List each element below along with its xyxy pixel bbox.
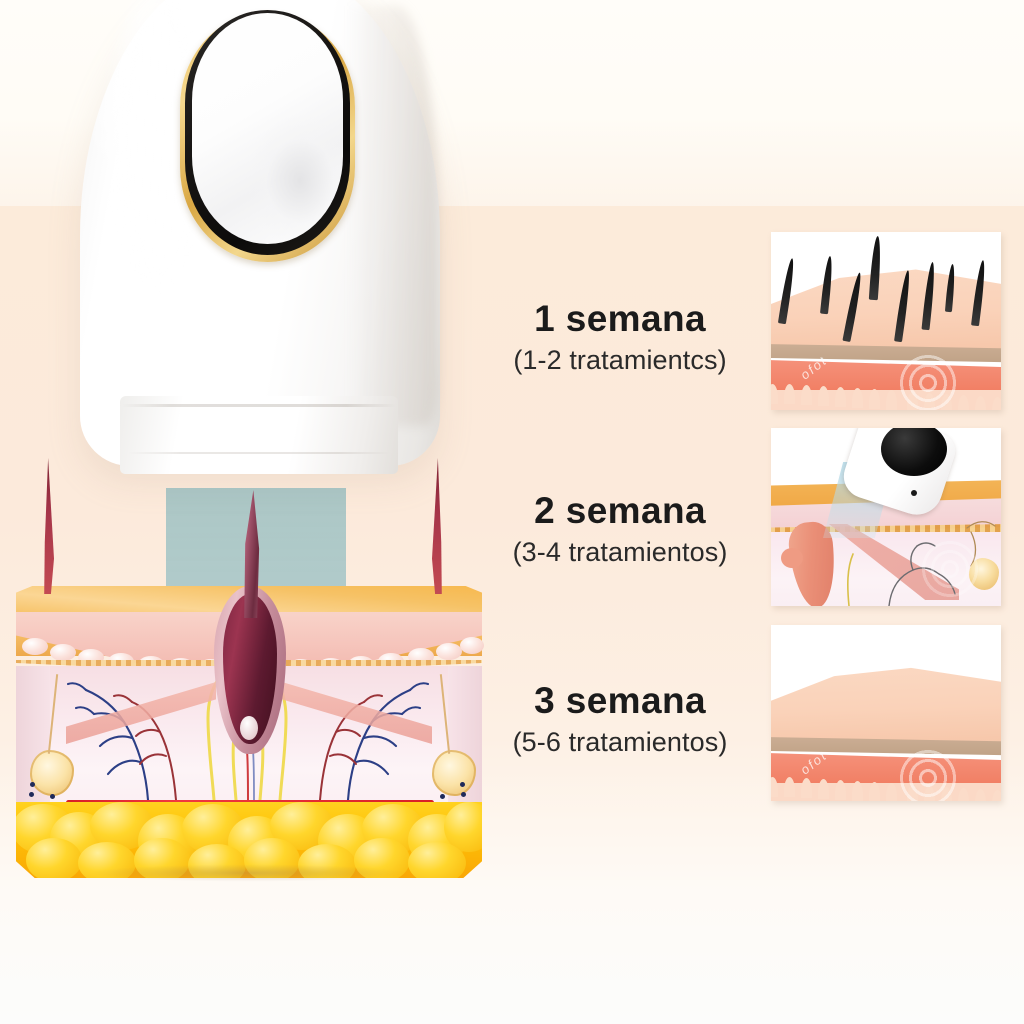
- step-2-title: 2 semana: [534, 490, 706, 531]
- skin-cross-section-diagram: [8, 490, 488, 891]
- sebaceous-gland-left: [30, 750, 74, 796]
- step-1-title: 1 semana: [534, 298, 706, 339]
- dermal-papilla: [240, 716, 258, 740]
- panel2-device-lens: [881, 428, 947, 476]
- melanin-dot: [50, 794, 55, 799]
- hair-follicle: [192, 490, 304, 790]
- panel2-device-indicator: [911, 490, 917, 496]
- step-3-subtitle: (5-6 tratamientos): [512, 726, 728, 757]
- hair-shaft-right: [432, 458, 442, 594]
- panel-week-1: ofot: [771, 232, 1001, 410]
- device-flash-window: [192, 13, 343, 244]
- device-seam-upper: [122, 404, 396, 407]
- step-1-subtitle: (1-2 tratamientcs): [513, 344, 727, 375]
- step-2-subtitle: (3-4 tratamientos): [512, 536, 728, 567]
- melanin-dot: [29, 792, 34, 797]
- sebaceous-gland-right: [432, 750, 476, 796]
- melanin-dot: [30, 782, 35, 787]
- hair-shaft-left: [44, 458, 54, 594]
- melanin-dot: [440, 794, 445, 799]
- watermark-swirl-icon: [899, 354, 957, 410]
- ipl-device: [80, 0, 440, 496]
- panel-week-2: [771, 428, 1001, 606]
- step-3-text: 3 semana (5-6 tratamientos): [470, 680, 770, 758]
- step-2-text: 2 semana (3-4 tratamientos): [470, 490, 770, 568]
- watermark-swirl-icon: [899, 749, 957, 801]
- panel-week-3: ofot: [771, 625, 1001, 801]
- panel2-sebaceous-gland: [781, 548, 803, 568]
- step-1-text: 1 semana (1-2 tratamientcs): [470, 298, 770, 376]
- subcutaneous-fat-layer: [16, 802, 482, 878]
- device-neck: [120, 396, 398, 474]
- background-band-bottom: [0, 880, 1024, 1024]
- panel3-rete-ridges: [771, 775, 1001, 801]
- device-seam-lower: [128, 452, 390, 454]
- melanin-dot: [461, 792, 466, 797]
- step-3-title: 3 semana: [534, 680, 706, 721]
- panel3-dermis-edge: [771, 737, 1001, 756]
- panel2-gland-right: [969, 558, 999, 590]
- watermark-swirl-icon: [921, 540, 979, 598]
- device-side-shading: [348, 6, 438, 426]
- skin-block-shadow: [24, 862, 472, 884]
- panel1-hairs: [771, 232, 1001, 410]
- melanin-dot: [460, 782, 465, 787]
